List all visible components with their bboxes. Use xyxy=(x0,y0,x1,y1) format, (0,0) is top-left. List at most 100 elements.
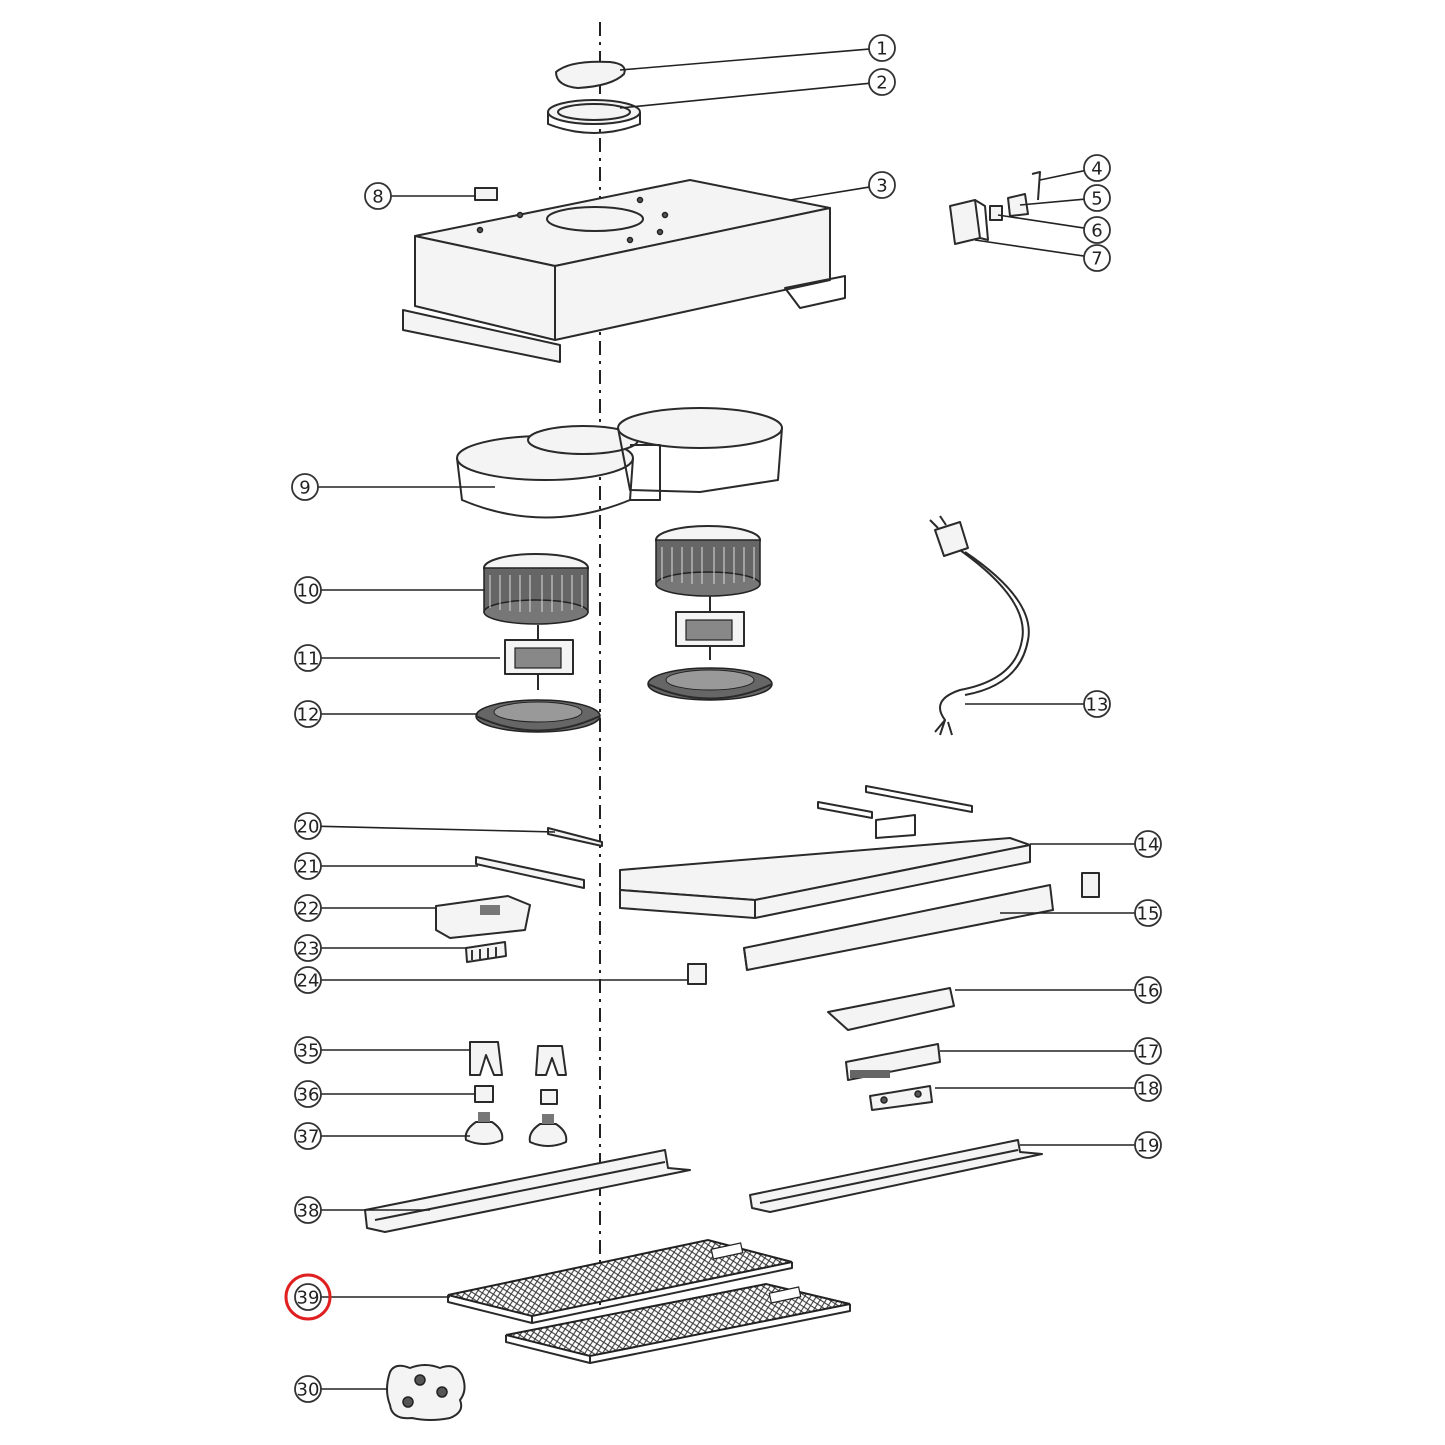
callout-13: 13 xyxy=(965,690,1111,718)
part-39-grease-filter xyxy=(447,1238,851,1364)
callout-circle-3 xyxy=(868,171,896,199)
highlight-ring xyxy=(284,1273,332,1321)
callout-number-39: 39 xyxy=(297,1288,320,1309)
callout-leader-1 xyxy=(619,48,870,71)
callout-number-7: 7 xyxy=(1091,249,1102,270)
callout-number-8: 8 xyxy=(372,187,383,208)
callout-circle-35 xyxy=(294,1036,322,1064)
part-7-junction-box xyxy=(949,199,989,245)
callout-24: 24 xyxy=(294,966,688,994)
callout-number-15: 15 xyxy=(1137,904,1160,925)
callout-circle-5 xyxy=(1083,184,1111,212)
part-19-right-rail xyxy=(749,1139,1043,1213)
callout-circle-9 xyxy=(291,473,319,501)
part-6-clip xyxy=(989,205,1003,221)
callout-leader-20 xyxy=(320,825,556,833)
callout-19: 19 xyxy=(1020,1131,1162,1159)
callout-23: 23 xyxy=(294,934,466,962)
part-9-scroll-housing xyxy=(456,407,783,519)
part-17-switch xyxy=(845,1043,941,1081)
callout-number-30: 30 xyxy=(297,1380,320,1401)
part-35-lamp-holder xyxy=(469,1041,567,1076)
callout-8: 8 xyxy=(364,182,475,210)
callout-number-21: 21 xyxy=(297,857,320,878)
callout-number-24: 24 xyxy=(297,971,320,992)
callout-3: 3 xyxy=(789,171,896,201)
part-20-bracket xyxy=(547,827,603,847)
callout-leader-6 xyxy=(997,214,1085,229)
part-13-power-cord xyxy=(929,515,1030,736)
callout-17: 17 xyxy=(940,1037,1162,1065)
part-1-outlet-flap xyxy=(555,60,626,89)
callout-circle-10 xyxy=(294,576,322,604)
callout-18: 18 xyxy=(935,1074,1162,1102)
part-18-pcb xyxy=(869,1085,933,1111)
callout-11: 11 xyxy=(294,644,500,672)
part-15-front-trim xyxy=(743,884,1054,971)
callout-leader-4 xyxy=(1039,169,1085,181)
small-block xyxy=(1081,872,1100,898)
callout-circle-19 xyxy=(1134,1131,1162,1159)
callout-6: 6 xyxy=(997,214,1111,244)
callout-number-20: 20 xyxy=(297,817,320,838)
part-5-plate xyxy=(1007,193,1029,217)
callout-1: 1 xyxy=(619,34,896,71)
callout-number-22: 22 xyxy=(297,899,320,920)
callout-20: 20 xyxy=(294,812,556,840)
callout-2: 2 xyxy=(619,68,896,109)
callout-number-14: 14 xyxy=(1137,835,1160,856)
part-38-left-rail xyxy=(364,1149,691,1233)
callout-7: 7 xyxy=(974,239,1111,272)
part-11-motor xyxy=(504,625,574,690)
motor-right xyxy=(675,596,745,660)
callout-circle-13 xyxy=(1083,690,1111,718)
callout-number-11: 11 xyxy=(297,649,320,670)
part-36-lamp-socket xyxy=(474,1085,558,1105)
part-21-rail xyxy=(475,856,585,889)
callout-circle-17 xyxy=(1134,1037,1162,1065)
callout-36: 36 xyxy=(294,1080,475,1108)
callout-circle-21 xyxy=(294,852,322,880)
callout-number-23: 23 xyxy=(297,939,320,960)
part-22-control-box xyxy=(435,895,531,939)
callout-9: 9 xyxy=(291,473,495,501)
callout-14: 14 xyxy=(1030,830,1162,858)
callout-circle-30 xyxy=(294,1375,322,1403)
callout-circle-1 xyxy=(868,34,896,62)
callout-number-13: 13 xyxy=(1086,695,1109,716)
callout-38: 38 xyxy=(294,1196,430,1224)
callout-number-36: 36 xyxy=(297,1085,320,1106)
callout-number-19: 19 xyxy=(1137,1136,1160,1157)
callout-circle-2 xyxy=(868,68,896,96)
callout-circle-7 xyxy=(1083,244,1111,272)
callout-number-9: 9 xyxy=(299,478,310,499)
callout-circle-36 xyxy=(294,1080,322,1108)
callout-circle-11 xyxy=(294,644,322,672)
callout-circle-37 xyxy=(294,1122,322,1150)
callout-circle-18 xyxy=(1134,1074,1162,1102)
part-14-panel-frame xyxy=(619,785,1031,919)
callout-number-35: 35 xyxy=(297,1041,320,1062)
part-30-screw-bag xyxy=(386,1364,466,1421)
callout-22: 22 xyxy=(294,894,435,922)
callout-circle-38 xyxy=(294,1196,322,1224)
callout-circle-16 xyxy=(1134,976,1162,1004)
callout-35: 35 xyxy=(294,1036,470,1064)
callout-leader-7 xyxy=(974,239,1085,257)
callout-number-10: 10 xyxy=(297,581,320,602)
part-10-blower-wheel xyxy=(483,553,589,625)
callout-number-3: 3 xyxy=(876,176,887,197)
part-23-connector xyxy=(465,941,507,963)
callout-circle-22 xyxy=(294,894,322,922)
blower-wheel-right xyxy=(655,525,761,597)
callout-number-5: 5 xyxy=(1091,189,1102,210)
callout-16: 16 xyxy=(955,976,1162,1004)
part-16-bracket xyxy=(827,987,955,1031)
part-12-motor-plate xyxy=(475,699,601,733)
part-3-hood-body xyxy=(402,179,846,363)
part-4-screw xyxy=(1031,171,1041,201)
callout-number-2: 2 xyxy=(876,73,887,94)
callout-circle-15 xyxy=(1134,899,1162,927)
callout-leader-5 xyxy=(1019,198,1085,206)
